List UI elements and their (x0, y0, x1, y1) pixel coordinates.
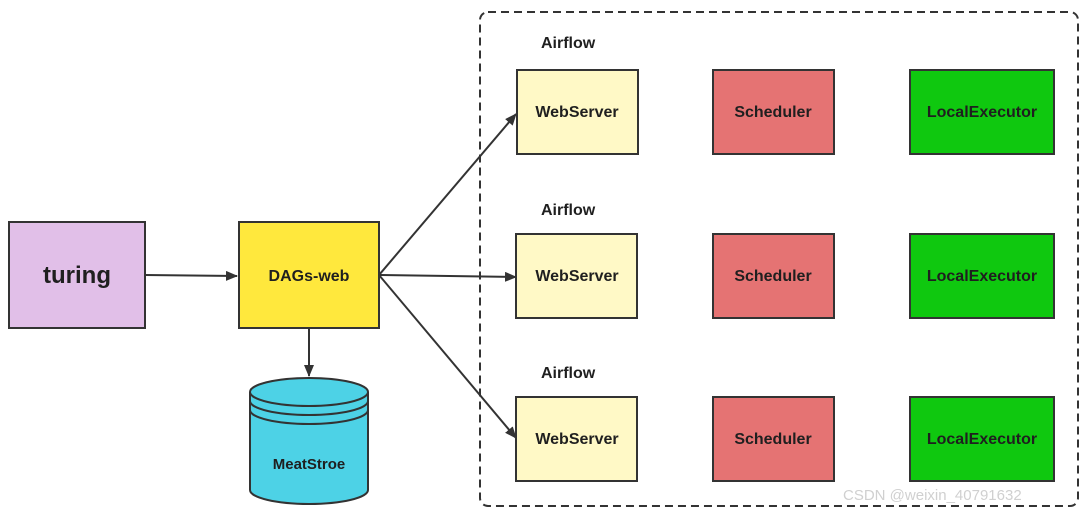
metastore-database: MeatStroe (249, 377, 369, 505)
cluster-3-webserver-box (515, 396, 638, 482)
metastore-ring-2 (249, 409, 369, 425)
airflow-cluster-2: Airflow WebServer Scheduler LocalExecuto… (515, 202, 1055, 319)
cluster-3-webserver-label: WebServer (535, 431, 618, 448)
turing-node: turing (8, 221, 146, 329)
cluster-2-webserver-box (515, 233, 638, 319)
cluster-3-executor-box (909, 396, 1055, 482)
arrow-dags-web-to-webserver-3 (378, 274, 517, 439)
arrow-turing-to-dags-web (144, 270, 238, 281)
airflow-cluster-1: Airflow WebServer Scheduler LocalExecuto… (516, 35, 1055, 155)
airflow-cluster-3: Airflow WebServer Scheduler LocalExecuto… (515, 365, 1055, 482)
cluster-1-title: Airflow (541, 35, 596, 52)
metastore-body (249, 392, 369, 505)
dags-web-box (238, 221, 380, 329)
cluster-1-scheduler-label: Scheduler (734, 104, 811, 121)
arrow-dags-web-to-webserver-1 (378, 113, 517, 276)
metastore-ring-1 (249, 400, 369, 416)
cluster-3-scheduler-box (712, 396, 835, 482)
cluster-1-scheduler-box (712, 69, 835, 155)
cluster-1-webserver-box (516, 69, 639, 155)
dags-web-node: DAGs-web (238, 221, 380, 329)
csdn-watermark: CSDN @weixin_40791632 (843, 487, 1022, 504)
cluster-2-title: Airflow (541, 202, 596, 219)
dags-web-label: DAGs-web (269, 268, 350, 285)
metastore-top (249, 377, 369, 407)
arrow-dags-web-to-webserver-2 (378, 271, 517, 282)
cluster-2-webserver-label: WebServer (535, 268, 618, 285)
cluster-3-title: Airflow (541, 365, 596, 382)
cluster-3-scheduler-label: Scheduler (734, 431, 811, 448)
turing-label: turing (43, 262, 111, 289)
cluster-2-executor-label: LocalExecutor (927, 268, 1037, 285)
metastore-label: MeatStroe (273, 456, 346, 473)
airflow-cluster-boundary (479, 11, 1079, 507)
cluster-2-scheduler-box (712, 233, 835, 319)
cluster-1-executor-label: LocalExecutor (927, 104, 1037, 121)
cluster-2-scheduler-label: Scheduler (734, 268, 811, 285)
cluster-3-executor-label: LocalExecutor (927, 431, 1037, 448)
cluster-1-webserver-label: WebServer (535, 104, 618, 121)
cluster-1-executor-box (909, 69, 1055, 155)
cluster-2-executor-box (909, 233, 1055, 319)
